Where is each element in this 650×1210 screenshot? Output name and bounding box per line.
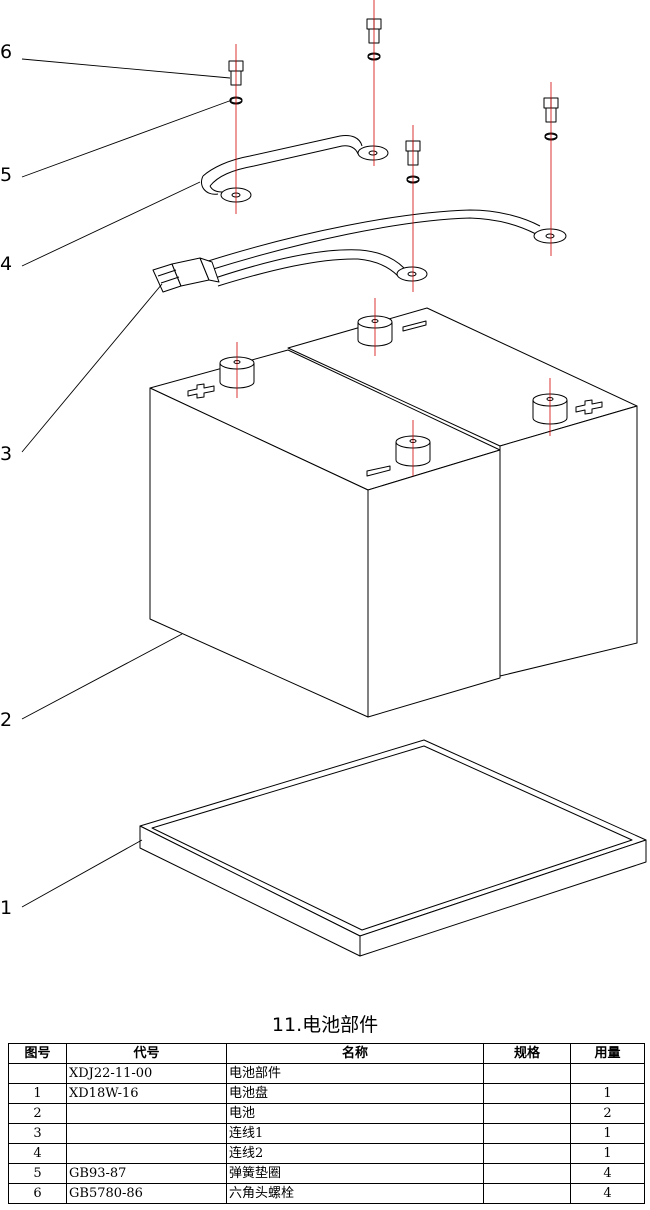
cell-figure-no: 3 — [8, 1123, 67, 1144]
cell-quantity: 1 — [570, 1083, 645, 1104]
short-cable — [201, 135, 389, 203]
header-name: 名称 — [226, 1043, 484, 1064]
minus-mark-right — [402, 320, 427, 332]
plus-mark-right — [575, 399, 603, 415]
minus-mark-left — [366, 465, 391, 477]
header-spec: 规格 — [483, 1043, 571, 1064]
cell-name: 连线1 — [226, 1123, 484, 1144]
table-row: 4 连线2 1 — [8, 1143, 645, 1164]
table-row: 3 连线1 1 — [8, 1123, 645, 1144]
cell-figure-no — [8, 1063, 67, 1084]
leader-lines — [21, 58, 233, 908]
cell-name: 六角头螺栓 — [226, 1183, 484, 1204]
cell-name: 弹簧垫圈 — [226, 1163, 484, 1184]
cell-spec — [483, 1163, 571, 1184]
cell-code: XD18W-16 — [66, 1083, 227, 1104]
cell-quantity: 1 — [570, 1123, 645, 1144]
callout-5: 5 — [0, 164, 12, 186]
cell-spec — [483, 1143, 571, 1164]
cell-code — [66, 1143, 227, 1164]
cell-spec — [483, 1083, 571, 1104]
battery-tray — [139, 739, 647, 957]
cell-code: GB5780-86 — [66, 1183, 227, 1204]
cell-quantity: 1 — [570, 1143, 645, 1164]
terminal-left-positive — [219, 356, 255, 389]
cell-code — [66, 1123, 227, 1144]
callout-1: 1 — [0, 897, 12, 919]
header-code: 代号 — [66, 1043, 227, 1064]
drawing-caption: 11.电池部件 — [271, 1014, 379, 1036]
table-header-row: 图号 代号 名称 规格 用量 — [8, 1043, 645, 1064]
cell-code: GB93-87 — [66, 1163, 227, 1184]
callout-4: 4 — [0, 253, 12, 275]
header-quantity: 用量 — [570, 1043, 645, 1064]
cell-name: 电池盘 — [226, 1083, 484, 1104]
cell-quantity — [570, 1063, 645, 1084]
cell-spec — [483, 1123, 571, 1144]
plus-mark-left — [187, 383, 215, 399]
long-cable — [152, 209, 567, 293]
cell-name: 电池 — [226, 1103, 484, 1124]
center-lines — [235, 0, 552, 476]
cell-quantity: 4 — [570, 1183, 645, 1204]
cell-figure-no: 4 — [8, 1143, 67, 1164]
cell-spec — [483, 1183, 571, 1204]
cell-code: XDJ22-11-00 — [66, 1063, 227, 1084]
cell-name: 电池部件 — [226, 1063, 484, 1084]
exploded-assembly-drawing: 6 5 4 3 2 1 — [0, 0, 647, 957]
callout-6: 6 — [0, 41, 12, 63]
table-row: 2 电池 2 — [8, 1103, 645, 1124]
cell-name: 连线2 — [226, 1143, 484, 1164]
cell-quantity: 4 — [570, 1163, 645, 1184]
cell-quantity: 2 — [570, 1103, 645, 1124]
cell-figure-no: 5 — [8, 1163, 67, 1184]
cell-figure-no: 2 — [8, 1103, 67, 1124]
cell-code — [66, 1103, 227, 1124]
callout-3: 3 — [0, 443, 12, 465]
cell-figure-no: 1 — [8, 1083, 67, 1104]
header-figure-no: 图号 — [8, 1043, 67, 1064]
cell-spec — [483, 1103, 571, 1124]
cell-figure-no: 6 — [8, 1183, 67, 1204]
cell-spec — [483, 1063, 571, 1084]
callout-2: 2 — [0, 709, 12, 731]
